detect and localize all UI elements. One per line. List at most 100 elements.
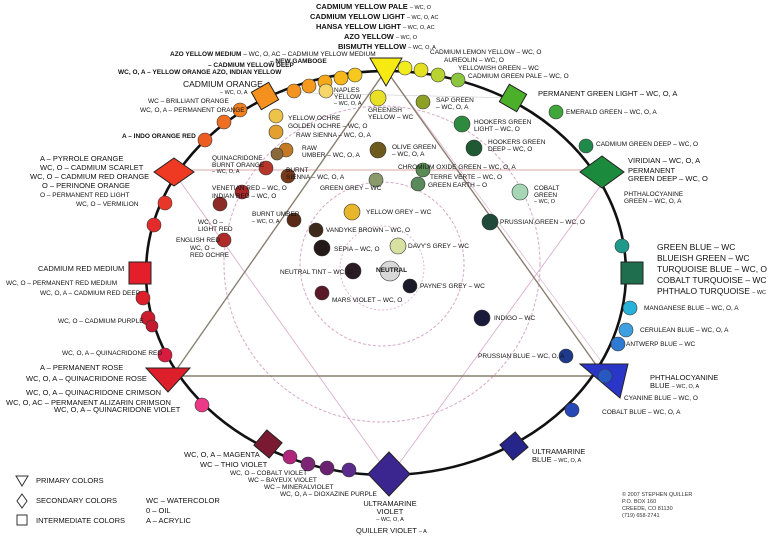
label-cadmium-green-deep: CADMIUM GREEN DEEP – WC, O xyxy=(596,141,699,148)
pink-circle-inner xyxy=(339,225,425,311)
label-english-red: ENGLISH RED xyxy=(176,237,221,244)
pink-circle-mid xyxy=(299,181,465,347)
label-turquoise-blue: TURQUOISE BLUE – WC, O xyxy=(657,264,768,274)
dot-greenish-yellow xyxy=(369,89,387,107)
label-cadmium-yellow-deep: – CADMIUM YELLOW DEEP xyxy=(208,62,294,69)
dot-prussian-blue xyxy=(558,348,574,364)
primary-red-triangle xyxy=(144,367,192,393)
label-indigo: INDIGO – WC xyxy=(494,315,536,322)
label-blueish-green: BLUEISH GREEN – WC xyxy=(657,253,750,263)
dot-burnt-sienna xyxy=(280,168,296,184)
dot-sepia xyxy=(313,239,331,257)
label-yellow-orange-azo: WC, O, A – YELLOW ORANGE AZO, INDIAN YEL… xyxy=(118,69,282,76)
label-pyrrole-orange: A – PYRROLE ORANGE xyxy=(40,154,124,163)
dot-cobalt-blue xyxy=(564,402,580,418)
label-magenta: WC, O, A – MAGENTA xyxy=(184,450,260,459)
dot-yellowish-green xyxy=(430,67,446,83)
label-cerulean-blue: CERULEAN BLUE – WC, O, A xyxy=(640,327,729,334)
dot-cerulean-blue xyxy=(618,322,634,338)
label-cadmium-purple: WC, O – CADMIUM PURPLE xyxy=(58,318,144,325)
label-cadmium-red-medium: CADMIUM RED MEDIUM xyxy=(38,264,125,273)
copyright-block: © 2007 STEPHEN QUILLER P.O. BOX 160 CREE… xyxy=(622,492,692,520)
label-azo-yellow-medium: AZO YELLOW MEDIUM – WC, O, AC – CADMIUM … xyxy=(170,51,376,58)
ring-dots xyxy=(135,60,638,478)
label-neutral-tint: NEUTRAL TINT – WC, O xyxy=(280,269,353,276)
label-cadmium-yellow-light: CADMIUM YELLOW LIGHT – WC, O, AC xyxy=(310,12,439,21)
dot-cadmium-lemon xyxy=(397,60,413,76)
label-cadmium-orange: CADMIUM ORANGE xyxy=(183,79,263,89)
label-brilliant-orange: WC – BRILLIANT ORANGE xyxy=(148,98,229,105)
dot-indian-red xyxy=(212,196,228,212)
permanent-green-light-square xyxy=(498,83,528,113)
dot-permanent-orange xyxy=(216,114,232,130)
dot-mars-violet xyxy=(314,285,330,301)
dot-indigo xyxy=(473,309,491,327)
ultramarine-blue-square xyxy=(499,431,529,461)
copyright-line3: CREEDE, CO 81130 xyxy=(622,505,673,512)
dot-raw-umber xyxy=(270,147,284,161)
legend-intermediate-label: INTERMEDIATE COLORS xyxy=(36,516,126,525)
dot-yellow-grey xyxy=(343,203,361,221)
dot-quinacridone-red xyxy=(157,347,173,363)
label-cadmium-scarlet: WC, O – CADMIUM SCARLET xyxy=(40,163,144,172)
copyright-line2: P.O. BOX 160 xyxy=(622,498,657,505)
label-indo-orange-red: A – INDO ORANGE RED xyxy=(122,133,196,140)
label-green-blue: GREEN BLUE – WC xyxy=(657,242,736,252)
thio-violet-square xyxy=(253,429,283,459)
label-permanent-red-medium: WC, O – PERMANENT RED MEDIUM xyxy=(6,280,118,287)
dot-golden-ochre xyxy=(268,108,284,124)
label-viridian: VIRIDIAN – WC, O, A xyxy=(628,156,701,165)
label-permanent-rose: A – PERMANENT ROSE xyxy=(40,363,124,372)
label-bismuth-yellow: BISMUTH YELLOW – WC, O, A xyxy=(338,42,436,51)
cadmium-orange-square xyxy=(250,81,280,111)
dot-davys-grey xyxy=(389,237,407,255)
dot-hookers-green-light xyxy=(453,115,471,133)
dot-green-grey xyxy=(368,172,384,188)
dot-brilliant-orange xyxy=(232,102,248,118)
label-permanent-orange: WC, O, A – PERMANENT ORANGE xyxy=(140,107,245,114)
dot-antwerp-blue xyxy=(610,336,626,352)
primary-yellow-triangle xyxy=(369,57,403,88)
label-green-grey: GREEN GREY – WC xyxy=(320,185,382,192)
label-permanent-green-light: PERMANENT GREEN LIGHT – WC, O, A xyxy=(538,89,678,98)
dot-vermilion xyxy=(146,217,162,233)
dot-venetian-red xyxy=(234,184,250,200)
label-vermilion: WC, O – VERMILION xyxy=(76,201,139,208)
label-manganese-blue: MANGANESE BLUE – WC, O, A xyxy=(644,305,739,312)
line-diag-1 xyxy=(171,169,391,477)
label-azo-yellow: AZO YELLOW – WC, O xyxy=(344,32,418,41)
dot-yellow-orange-azo xyxy=(301,78,317,94)
label-red-ochre: WC, O –RED OCHRE xyxy=(190,245,230,259)
label-cobalt-blue: COBALT BLUE – WC, O, A xyxy=(602,409,681,416)
dot-emerald-green xyxy=(548,104,564,120)
label-cadmium-yellow-pale: CADMIUM YELLOW PALE – WC, O xyxy=(316,2,431,11)
label-emerald-green: EMERALD GREEN – WC, O, A xyxy=(566,109,657,116)
dot-neutral xyxy=(379,260,401,282)
legend-square-icon xyxy=(16,514,28,526)
label-terre-verte: TERRE VERTE – WC, O xyxy=(430,174,503,181)
label-quinacridone-red: WC, O, A – QUINACRIDONE RED xyxy=(62,350,163,357)
legend-triangle-icon xyxy=(15,475,29,487)
label-paynes-grey: PAYNE'S GREY – WC xyxy=(420,283,485,290)
label-bayeux-violet: WC – BAYEUX VIOLET xyxy=(248,477,317,484)
dot-neutral-tint xyxy=(344,262,362,280)
dot-burnt-umber xyxy=(286,212,302,228)
label-cadmium-red-orange: WC, O – CADMIUM RED ORANGE xyxy=(30,172,150,181)
dot-vandyke-brown xyxy=(308,222,324,238)
label-phthalo-turquoise: PHTHALO TURQUOISE – WC xyxy=(657,286,767,296)
dot-cadmium-purple xyxy=(145,319,159,333)
label-indian-red: INDIAN RED – WC, O xyxy=(212,193,277,200)
dot-yellow-ochre xyxy=(268,124,284,140)
label-cadmium-green-pale: CADMIUM GREEN PALE – WC, O xyxy=(468,73,569,80)
dot-indian-yellow xyxy=(286,83,302,99)
label-vandyke-brown: VANDYKE BROWN – WC, O xyxy=(326,227,411,234)
legend-diamond-icon xyxy=(16,493,28,509)
